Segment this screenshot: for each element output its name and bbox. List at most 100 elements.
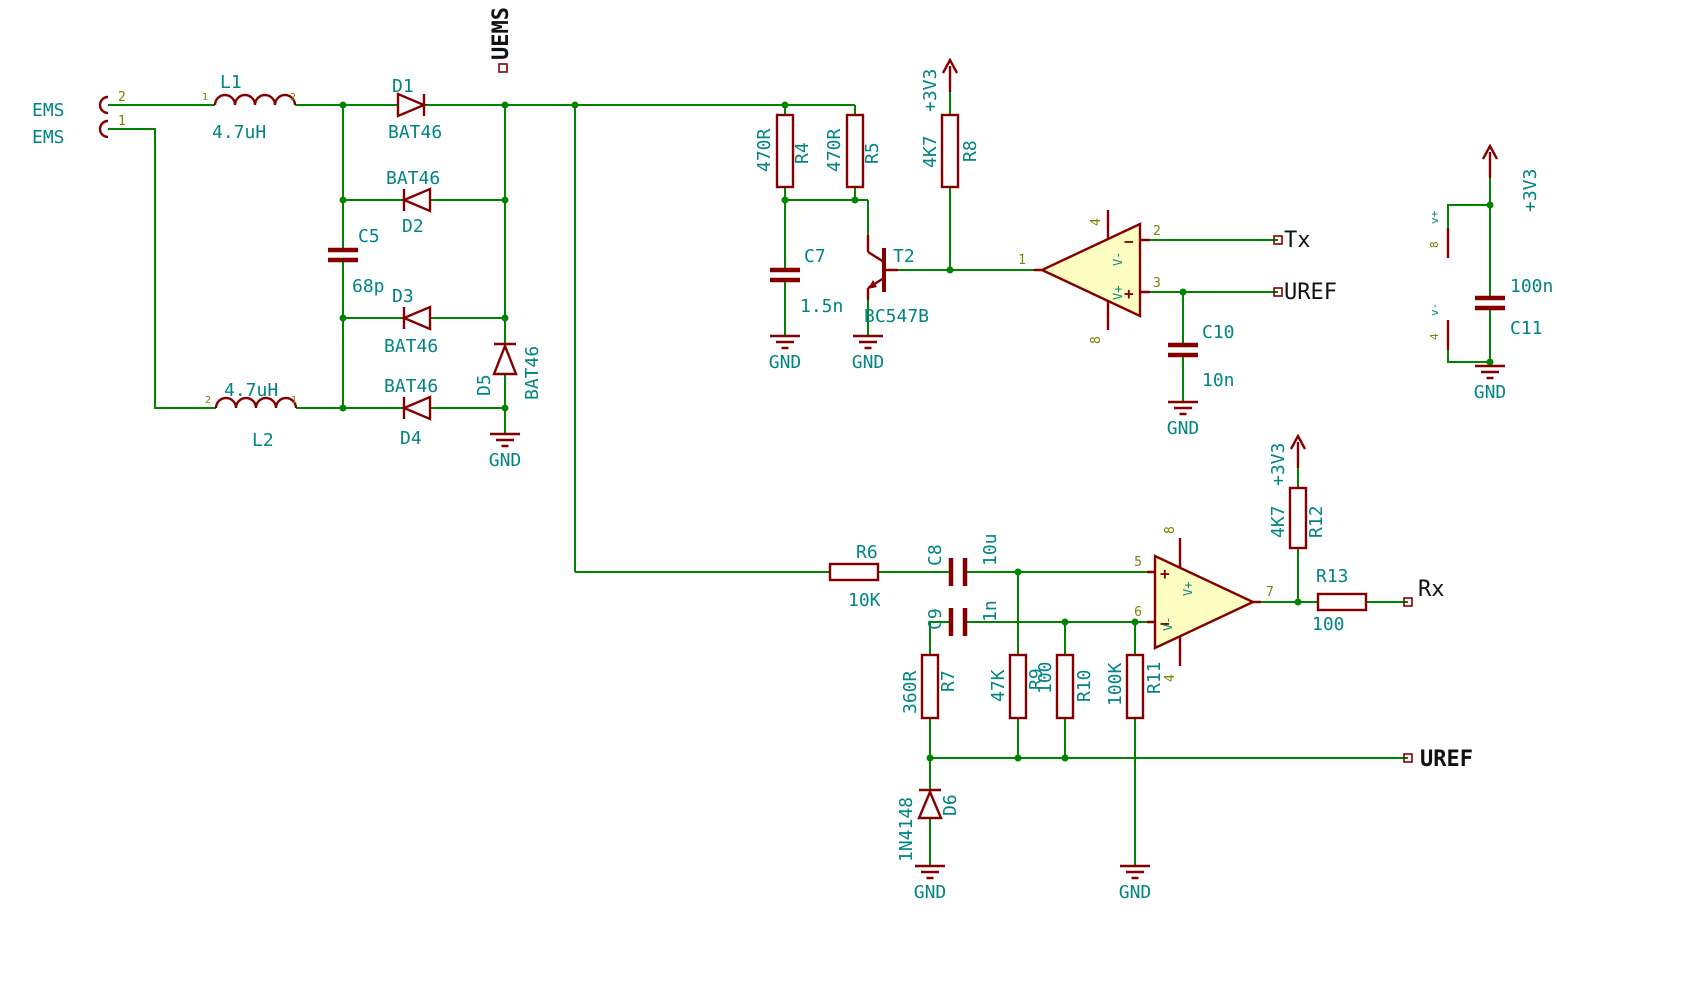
gnd-icon [490, 432, 520, 448]
r11-value: 100K [1105, 662, 1126, 706]
power-arrow-icon [1481, 143, 1499, 178]
c5-value: 68p [352, 276, 385, 297]
component-c5: C5 68p [328, 226, 385, 297]
r13-ref: R13 [1316, 566, 1349, 587]
diode-icon [400, 187, 432, 213]
opamp-u1: − + V- V+ 1 2 3 4 8 [1018, 210, 1161, 344]
r6-value: 10K [848, 590, 881, 611]
l2-ref: L2 [252, 430, 274, 451]
d2-ref: D2 [402, 216, 424, 237]
capacitor-icon [1168, 342, 1198, 358]
c11-ref: C11 [1510, 318, 1543, 339]
opamp-u2: + − V+ V- 5 6 7 8 4 [1134, 526, 1274, 682]
gnd-icon [770, 334, 800, 350]
component-d4: BAT46 D4 [384, 376, 438, 449]
power-3v3-label: +3V3 [1520, 169, 1541, 212]
wire-end-square [1403, 597, 1413, 607]
t2-ref: T2 [893, 246, 915, 267]
transistor-emitter-arrow-icon [868, 280, 877, 289]
resistor-icon [1288, 486, 1308, 550]
opamp-power-unit: v+ 8 v- 4 [1428, 210, 1450, 350]
component-c8: C8 10u [925, 533, 1001, 586]
c8-value: 10u [980, 533, 1001, 566]
capacitor-icon [770, 267, 800, 283]
gnd-c7: GND [769, 334, 802, 373]
power-3v3-label: +3V3 [1268, 443, 1289, 486]
t2-value: BC547B [864, 306, 929, 327]
gnd-label: GND [769, 352, 802, 373]
c10-ref: C10 [1202, 322, 1235, 343]
wires [108, 92, 1491, 866]
u2-vminus-name: V- [1161, 617, 1175, 631]
wire-end-square [1273, 287, 1283, 297]
d6-ref: D6 [940, 794, 961, 816]
component-d1: D1 BAT46 [388, 76, 442, 143]
l1-pin2: 2 [290, 92, 296, 103]
upwr-vminus-name: v- [1428, 303, 1441, 316]
connector-pin-number-bottom: 1 [118, 114, 126, 129]
opamp-pins-icon [1034, 210, 1150, 330]
component-l2: 4.7uH L2 2 1 [205, 380, 298, 451]
power-3v3-r12: +3V3 [1268, 433, 1307, 486]
r12-value: 4K7 [1268, 505, 1289, 538]
r11-ref: R11 [1144, 661, 1165, 694]
opamp-pins-icon [1147, 538, 1261, 666]
component-d5: D5 BAT46 [474, 342, 543, 400]
u2-vplus-name: V+ [1181, 582, 1195, 596]
c8-ref: C8 [925, 544, 946, 566]
d4-value: BAT46 [384, 376, 438, 397]
r5-value: 470R [824, 128, 845, 172]
net-label-uref-bus: UREF [1420, 747, 1473, 772]
diode-icon [917, 788, 943, 820]
gnd-icon [1168, 400, 1198, 416]
u1-pin-8: 8 [1089, 336, 1104, 344]
component-r8: 4K7 R8 [920, 113, 981, 189]
junction-dots [339, 101, 1494, 762]
l1-ref: L1 [220, 72, 242, 93]
component-r7: 360R R7 [900, 653, 959, 720]
gnd-icon [1475, 364, 1505, 380]
gnd-c11: GND [1474, 364, 1506, 403]
r8-value: 4K7 [920, 135, 941, 168]
c9-value: 1n [980, 600, 1001, 622]
d1-value: BAT46 [388, 122, 442, 143]
gnd-label: GND [914, 882, 947, 903]
c7-ref: C7 [804, 246, 826, 267]
inductor-icon [213, 93, 297, 106]
diode-icon [400, 395, 432, 421]
upwr-pin-8: 8 [1428, 241, 1441, 248]
connector-pin-number-top: 2 [118, 90, 126, 105]
r4-ref: R4 [792, 142, 813, 164]
resistor-icon [1008, 653, 1028, 720]
u1-vminus-name: V- [1111, 252, 1125, 266]
resistor-icon [1055, 653, 1075, 720]
l2-value: 4.7uH [224, 380, 278, 401]
d5-ref: D5 [474, 374, 495, 396]
u1-pin-2: 2 [1153, 224, 1161, 239]
gnd-c10: GND [1167, 400, 1200, 439]
r5-ref: R5 [862, 142, 883, 164]
diode-icon [400, 305, 432, 331]
d4-ref: D4 [400, 428, 422, 449]
d2-value: BAT46 [386, 168, 440, 189]
u1-pin-1: 1 [1018, 253, 1026, 268]
resistor-icon [940, 113, 960, 189]
gnd-icon [1120, 864, 1150, 880]
gnd-label: GND [1167, 418, 1200, 439]
c9-ref: C9 [925, 608, 946, 630]
gnd-d6: GND [914, 864, 947, 903]
inductor-icon [214, 396, 298, 409]
u2-pin-5: 5 [1134, 555, 1142, 570]
c10-value: 10n [1202, 370, 1235, 391]
transistor-icon [866, 235, 898, 300]
resistor-icon [1316, 592, 1368, 612]
gnd-r11: GND [1119, 864, 1151, 903]
gnd-t2: GND [852, 334, 884, 373]
component-r9: 47K R9 [988, 653, 1047, 720]
wire-end-square [1403, 753, 1413, 763]
r7-value: 360R [900, 670, 921, 714]
connector-name-bottom: EMS [32, 127, 65, 148]
r9-ref: R9 [1026, 668, 1047, 690]
